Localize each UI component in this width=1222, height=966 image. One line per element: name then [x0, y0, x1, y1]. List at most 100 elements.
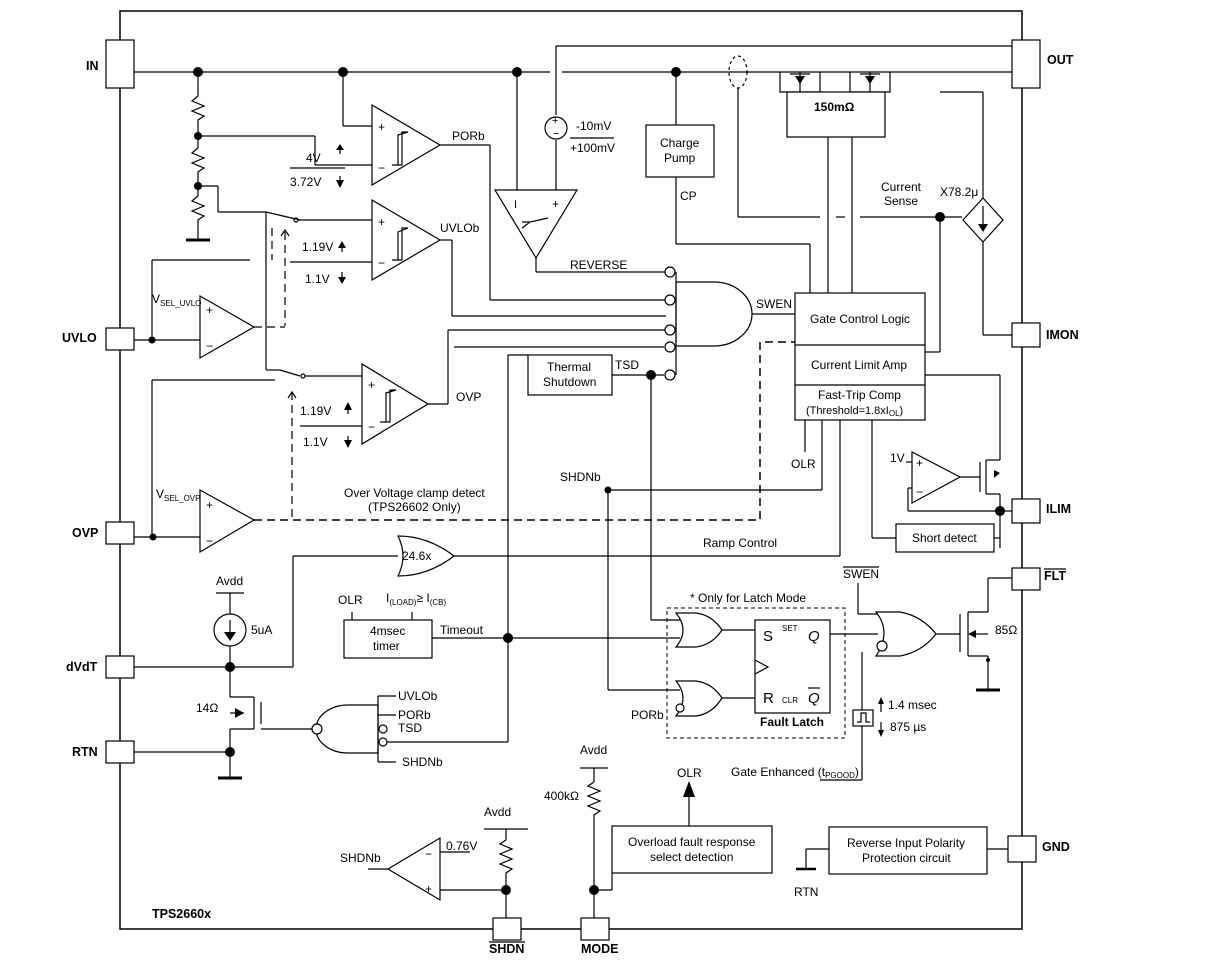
threshold-end: ) — [900, 405, 904, 417]
v076-label: 0.76V — [446, 839, 477, 853]
shdn-comparator: Avdd 0.76V − + SHDNb — [340, 805, 528, 918]
fault-latch-label: Fault Latch — [760, 715, 824, 729]
svg-text:(Threshold=1.8xIOL): (Threshold=1.8xIOL) — [806, 405, 903, 418]
svg-text:+: + — [552, 115, 558, 127]
reverse-threshold-1: -10mV — [576, 119, 611, 133]
por-threshold-high: 4V — [306, 151, 321, 165]
pin-uvlo: UVLO — [62, 331, 97, 345]
r400-label: 400kΩ — [544, 789, 579, 803]
avdd-label-1: Avdd — [216, 574, 243, 588]
latch-set: SET — [782, 624, 798, 633]
current-limit-label: Current Limit Amp — [811, 358, 907, 372]
porb2-label: PORb — [631, 708, 664, 722]
reverse-threshold-2: +100mV — [570, 141, 615, 155]
mode-block: Avdd 400kΩ Overload fault response selec… — [544, 743, 773, 918]
overload-label-2: select detection — [650, 850, 733, 864]
svg-text:+: + — [368, 378, 375, 392]
dvdt-source: Avdd 5uA 14Ω — [134, 574, 312, 780]
current-source-label: 5uA — [251, 623, 272, 637]
gate-enh-label: Gate Enhanced (t — [731, 765, 826, 779]
svg-text:+: + — [916, 456, 923, 470]
shdnb-in-label: SHDNb — [340, 851, 381, 865]
timer-block: OLR I(LOAD)≥ I(CB) 4msec timer Timeout — [338, 591, 680, 659]
thermal-shutdown: Thermal Shutdown TSD — [507, 354, 680, 742]
vsel-uvlo-sub: SEL_UVLO — [160, 299, 201, 308]
threshold-sub: OL — [889, 409, 900, 418]
latch-note: * Only for Latch Mode — [690, 591, 806, 605]
ramp-control-label: Ramp Control — [703, 536, 777, 550]
rtn-ground-label: RTN — [794, 885, 818, 899]
imon-gain: X78.2μ — [940, 185, 978, 199]
geq-label: ≥ I — [416, 591, 429, 605]
svg-text:+: + — [552, 197, 559, 211]
pin-ilim: ILIM — [1046, 502, 1071, 516]
ovp-threshold-low: 1.1V — [303, 435, 328, 449]
svg-text:−: − — [378, 161, 385, 175]
nand-in-porb: PORb — [398, 708, 431, 722]
porb-label: PORb — [452, 129, 485, 143]
avdd-label-2: Avdd — [580, 743, 607, 757]
svg-text:−: − — [425, 847, 432, 861]
vsel-ovp-sub: SEL_OVP — [164, 494, 200, 503]
svg-text:+: + — [206, 498, 213, 512]
svg-text:VSEL_UVLO: VSEL_UVLO — [152, 292, 201, 308]
mosfet-label: 150mΩ — [814, 100, 855, 114]
reverse-label: REVERSE — [570, 258, 627, 272]
vsel-ovp-comparator: + − VSEL_OVP Over Voltage clamp detect (… — [134, 341, 795, 554]
nand-in-shdnb: SHDNb — [402, 755, 443, 769]
nand-in-uvlob: UVLOb — [398, 689, 438, 703]
svg-text:−: − — [368, 420, 375, 434]
i-load-sub: (LOAD) — [389, 598, 416, 607]
overload-label-1: Overload fault response — [628, 835, 756, 849]
ramp-amplifier: 24.6x Ramp Control — [292, 535, 777, 667]
svg-text:−: − — [206, 339, 213, 353]
ovp-threshold-high: 1.19V — [300, 404, 331, 418]
latch-qbar: Q — [808, 690, 820, 707]
timer-olr: OLR — [338, 593, 363, 607]
pin-in: IN — [86, 59, 99, 73]
cp-label: CP — [680, 189, 697, 203]
svg-text:+: + — [378, 120, 385, 134]
vsel-uvlo-comparator: + − VSEL_UVLO — [134, 259, 285, 360]
nand-in-tsd: TSD — [398, 721, 422, 735]
r14-label: 14Ω — [196, 701, 218, 715]
uvlo-threshold-high: 1.19V — [302, 240, 333, 254]
svg-text:+: + — [425, 882, 432, 896]
por-threshold-low: 3.72V — [290, 175, 321, 189]
gate-enh-end: ) — [855, 765, 859, 779]
charge-pump-label-2: Pump — [664, 151, 696, 165]
current-sense-label-1: Current — [881, 180, 922, 194]
nand-gate: UVLOb PORb TSD SHDNb — [311, 689, 508, 769]
timeout-label: Timeout — [440, 623, 484, 637]
latch-r: R — [763, 690, 774, 707]
vsel-ovp-label: V — [156, 487, 164, 501]
gate-enh-sub: PGOOD — [825, 771, 855, 780]
thermal-label-1: Thermal — [547, 360, 591, 374]
tsd-label: TSD — [615, 358, 639, 372]
timer-label-1: 4msec — [370, 624, 405, 638]
charge-pump: Charge Pump CP — [645, 72, 811, 293]
svg-text:I(LOAD)≥ I(CB): I(LOAD)≥ I(CB) — [386, 591, 447, 607]
charge-pump-label-1: Charge — [660, 136, 700, 150]
pin-gnd: GND — [1042, 840, 1070, 854]
uvlob-label: UVLOb — [440, 221, 480, 235]
delay-2: 875 µs — [890, 720, 926, 734]
latch-s: S — [763, 628, 773, 645]
current-sense: Current Sense X78.2μ — [737, 88, 1012, 353]
ovp-comparator: + − 1.19V 1.1V OVP — [287, 329, 666, 520]
thermal-label-2: Shutdown — [543, 375, 596, 389]
reverse-polarity-block: Reverse Input Polarity Protection circui… — [794, 826, 1008, 899]
svg-text:Gate Enhanced (tPGOOD): Gate Enhanced (tPGOOD) — [731, 765, 859, 780]
fast-trip-label: Fast-Trip Comp — [818, 388, 901, 402]
ramp-gain: 24.6x — [402, 549, 431, 563]
threshold-label: (Threshold=1.8xI — [806, 405, 889, 417]
delay-1: 1.4 msec — [888, 698, 937, 712]
pin-out: OUT — [1047, 53, 1074, 67]
reverse-polarity-label-1: Reverse Input Polarity — [847, 836, 965, 850]
swen-bar-label: SWEN — [843, 567, 879, 581]
uvlo-threshold-low: 1.1V — [305, 272, 330, 286]
svg-text:+: + — [378, 215, 385, 229]
svg-text:I: I — [514, 199, 517, 211]
fault-latch: * Only for Latch Mode PORb S SET Q R CLR… — [631, 591, 878, 739]
